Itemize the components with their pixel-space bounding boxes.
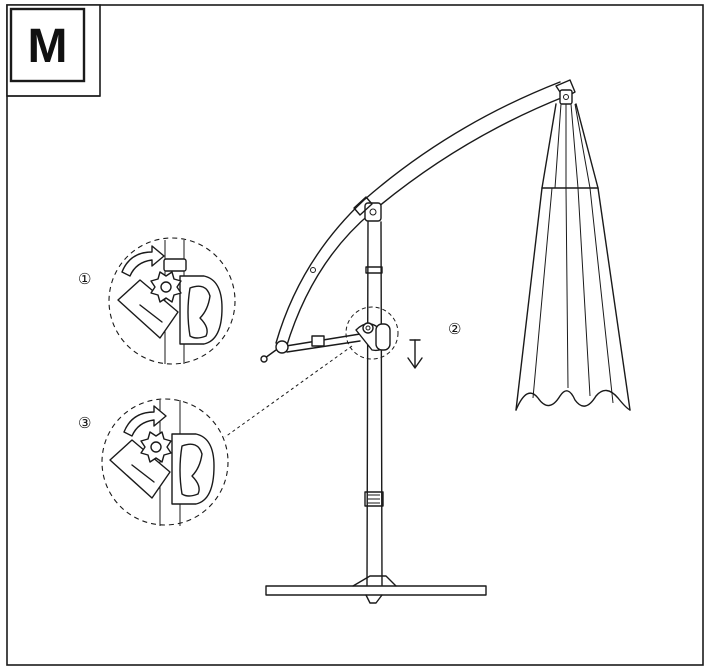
panel-letter-badge: M [6,4,101,97]
step-3-label: ③ [78,414,91,432]
rotate-arrow-icon [121,245,165,277]
detail-leader-line [224,345,353,438]
crank-assembly [260,322,391,363]
umbrella-base [265,575,487,604]
detail-3: ③ [78,398,229,526]
rotate-arrow-icon [123,405,167,437]
step-2-label: ② [448,320,461,338]
umbrella-canopy [515,89,631,411]
down-arrow-icon [407,339,423,369]
umbrella-arm [275,79,576,349]
umbrella-pole [364,221,384,586]
panel-letter: M [28,20,68,73]
step-1-label: ① [78,270,91,288]
detail-focus-circle [345,306,399,360]
detail-1: ① [78,237,236,365]
